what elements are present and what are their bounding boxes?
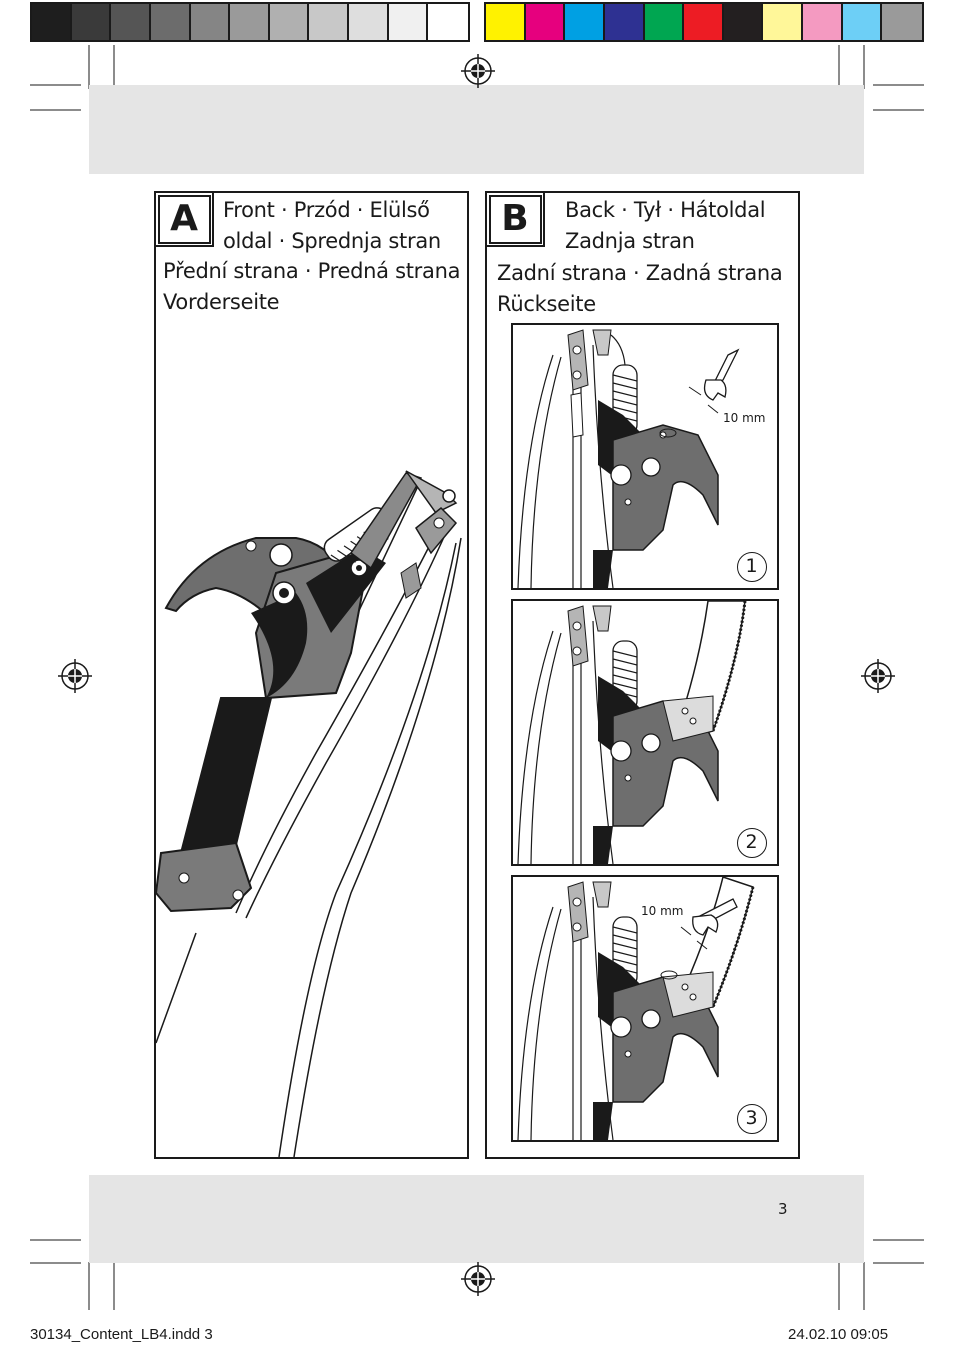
gray-swatch <box>111 4 151 40</box>
process-swatch <box>763 4 803 40</box>
page-number: 3 <box>778 1200 788 1218</box>
panel-a: A Front · Przód · Elülső oldal · Sprednj… <box>154 191 469 1159</box>
panel-b-label-box: B <box>487 193 545 247</box>
gray-swatch <box>388 4 429 40</box>
process-swatch <box>525 4 566 40</box>
gray-swatch <box>150 4 191 40</box>
gray-color-bar <box>30 2 470 42</box>
registration-mark-right <box>861 659 895 693</box>
panel-b-caption-line-3: Zadní strana · Zadná strana <box>497 261 783 285</box>
panel-a-label-box: A <box>156 193 214 247</box>
panel-b-letter: B <box>501 198 529 239</box>
slug-file: 30134_Content_LB4.indd 3 <box>30 1326 213 1343</box>
process-swatch <box>604 4 645 40</box>
panel-a-letter: A <box>170 198 198 239</box>
step-1-badge: 1 <box>737 552 767 582</box>
step-1-number: 1 <box>745 555 758 577</box>
gray-swatch <box>230 4 270 40</box>
gray-swatch <box>428 4 468 40</box>
step-3-figure: 10 mm 3 <box>511 875 779 1142</box>
pruner-front-illustration <box>156 470 462 1157</box>
step-2-illustration <box>517 601 747 864</box>
footer-band <box>89 1175 864 1263</box>
panel-a-caption-line-1: Front · Przód · Elülső <box>223 198 430 222</box>
process-swatch <box>684 4 724 40</box>
gray-swatch <box>32 4 72 40</box>
registration-mark-bottom <box>461 1262 495 1296</box>
header-band <box>89 85 864 174</box>
panel-b-caption-line-4: Rückseite <box>497 292 596 316</box>
gray-swatch <box>190 4 231 40</box>
step-2-figure: 2 <box>511 599 779 866</box>
step-3-number: 3 <box>745 1107 758 1129</box>
gray-swatch <box>71 4 112 40</box>
step-1-measure: 10 mm <box>723 411 765 425</box>
process-swatch <box>565 4 605 40</box>
gray-swatch <box>269 4 310 40</box>
process-swatch <box>486 4 526 40</box>
process-swatch <box>723 4 764 40</box>
gray-swatch <box>349 4 389 40</box>
process-color-bar <box>484 2 924 42</box>
gray-swatch <box>309 4 349 40</box>
panel-b-caption-line-1: Back · Tył · Hátoldal <box>565 198 766 222</box>
process-swatch <box>803 4 843 40</box>
process-swatch <box>882 4 922 40</box>
step-1-figure: 10 mm 1 <box>511 323 779 590</box>
panel-a-label-frame <box>158 195 211 244</box>
step-1-illustration: 10 mm <box>517 329 765 588</box>
process-swatch <box>842 4 883 40</box>
panel-a-caption-line-2: oldal · Sprednja stran <box>223 229 441 253</box>
step-2-number: 2 <box>745 831 758 853</box>
step-3-measure: 10 mm <box>641 904 683 918</box>
panel-b-label-frame <box>489 195 542 244</box>
panel-a-caption-line-4: Vorderseite <box>163 290 280 314</box>
step-2-badge: 2 <box>737 828 767 858</box>
panel-b-caption-line-2: Zadnja stran <box>565 229 695 253</box>
registration-mark-left <box>58 659 92 693</box>
step-3-badge: 3 <box>737 1104 767 1134</box>
process-swatch <box>644 4 685 40</box>
step-3-illustration: 10 mm <box>517 877 755 1140</box>
slug-datetime: 24.02.10 09:05 <box>788 1326 889 1343</box>
panel-a-caption-line-3: Přední strana · Predná strana <box>163 259 461 283</box>
panel-b: B Back · Tył · Hátoldal Zadnja stran Zad… <box>485 191 800 1159</box>
registration-mark-top <box>461 54 495 88</box>
